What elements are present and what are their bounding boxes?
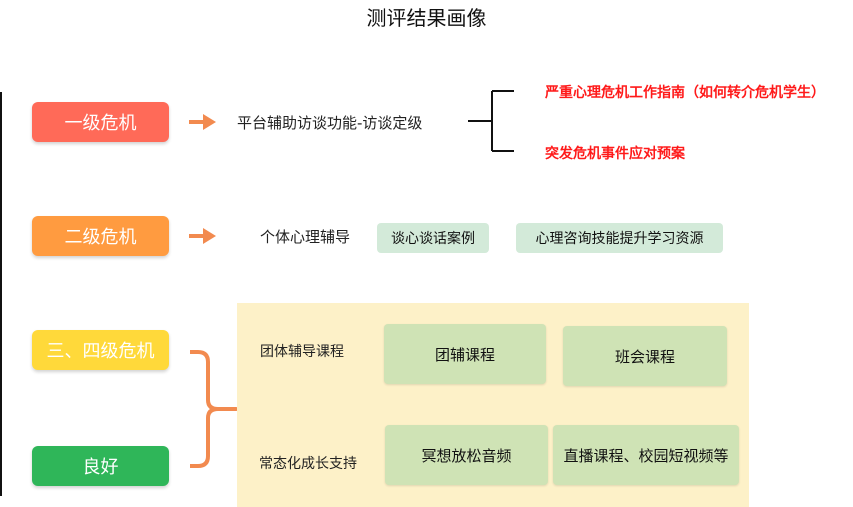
level-1-outcome-plan: 突发危机事件应对预案: [545, 146, 685, 162]
course-box-group-counseling: 团辅课程: [384, 324, 546, 384]
course-box-class-meeting: 班会课程: [563, 326, 727, 386]
level-3-4-crisis-box: 三、四级危机: [32, 330, 169, 370]
group-bracket: [190, 350, 238, 468]
resource-chip-skill-resources: 心理咨询技能提升学习资源: [516, 223, 723, 253]
resource-chip-case-studies: 谈心谈话案例: [377, 223, 489, 253]
panel-row-label-growth-support: 常态化成长支持: [259, 456, 357, 472]
left-vertical-line: [0, 92, 2, 496]
level-1-outcome-guide: 严重心理危机工作指南（如何转介危机学生）: [545, 85, 825, 101]
panel-row-label-group-counseling: 团体辅导课程: [260, 344, 344, 360]
arrow-right-icon: [189, 228, 216, 244]
level-2-crisis-box: 二级危机: [32, 216, 169, 256]
level-1-action: 平台辅助访谈功能-访谈定级: [237, 114, 423, 132]
level-1-crisis-box: 一级危机: [32, 102, 169, 142]
resource-box-meditation-audio: 冥想放松音频: [385, 425, 548, 485]
arrow-right-icon: [189, 114, 216, 130]
page-title: 测评结果画像: [366, 6, 487, 30]
good-status-box: 良好: [32, 446, 169, 486]
branch-bracket: [468, 90, 514, 152]
resource-box-live-video: 直播课程、校园短视频等: [553, 425, 739, 485]
level-2-action: 个体心理辅导: [260, 228, 351, 246]
